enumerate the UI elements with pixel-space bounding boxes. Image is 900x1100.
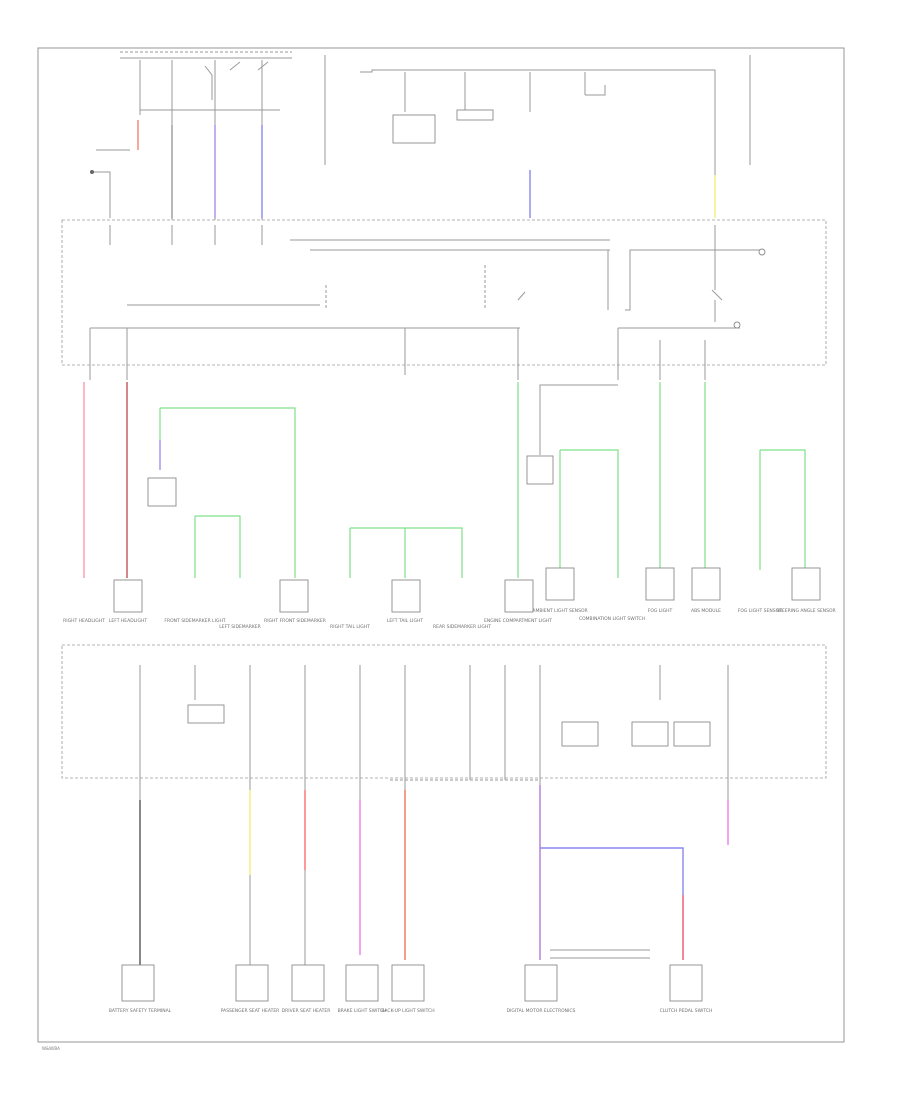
bottom-section	[139, 785, 729, 965]
left-tail-light-box	[391, 579, 421, 613]
top-section	[90, 51, 751, 220]
label-steering-angle-sensor: STEERING ANGLE SENSOR	[776, 608, 835, 614]
middle-labels: RIGHT HEADLIGHT LEFT HEADLIGHT FRONT SID…	[63, 608, 836, 630]
fuse-box-2-internals	[139, 665, 729, 800]
back-up-light-switch-box	[391, 964, 425, 1002]
middle-components	[113, 567, 821, 613]
label-left-tail-light: LEFT TAIL LIGHT	[387, 618, 423, 624]
label-brake-light-switch: BRAKE LIGHT SWITCH	[338, 1008, 387, 1014]
label-fog-light-sensor: FOG LIGHT SENSOR	[738, 608, 783, 614]
bottom-labels: BATTERY SAFETY TERMINAL PASSENGER SEAT H…	[109, 1008, 713, 1014]
label-battery-safety-terminal: BATTERY SAFETY TERMINAL	[109, 1008, 172, 1014]
label-right-headlight: RIGHT HEADLIGHT	[63, 618, 105, 624]
label-rear-sidemarker: REAR SIDEMARKER LIGHT	[433, 624, 491, 630]
diagram-border	[37, 47, 845, 1043]
middle-section	[83, 382, 806, 578]
engine-compartment-light-box	[504, 579, 534, 613]
fog-light-box	[645, 567, 675, 601]
label-right-tail-light: RIGHT TAIL LIGHT	[330, 624, 370, 630]
battery-safety-terminal-box	[121, 964, 155, 1002]
ambient-light-sensor-box	[545, 567, 575, 601]
abs-module-box	[691, 567, 721, 601]
label-clutch-pedal-switch: CLUTCH PEDAL SWITCH	[660, 1008, 713, 1014]
digital-motor-electronics-box	[524, 964, 558, 1002]
label-abs-module: ABS MODULE	[691, 608, 721, 614]
label-front-sidemarker: FRONT SIDEMARKER LIGHT	[164, 618, 225, 624]
label-fog-light: FOG LIGHT	[648, 608, 673, 614]
label-ambient-light-sensor: AMBIENT LIGHT SENSOR	[532, 608, 587, 614]
brake-light-switch-box	[345, 964, 379, 1002]
label-back-up-light-switch: BACK-UP LIGHT SWITCH	[381, 1008, 434, 1014]
label-combination-light-switch: COMBINATION LIGHT SWITCH	[579, 616, 645, 622]
label-left-sidemarker: LEFT SIDEMARKER	[219, 624, 261, 630]
label-left-headlight: LEFT HEADLIGHT	[109, 618, 148, 624]
front-power-distribution-box	[61, 219, 827, 366]
driver-seat-heater-box	[291, 964, 325, 1002]
label-passenger-seat-heater: PASSENGER SEAT HEATER	[221, 1008, 280, 1014]
rear-power-distribution-box	[61, 644, 827, 779]
clutch-pedal-switch-box	[669, 964, 703, 1002]
right-front-sidemarker-box	[279, 579, 309, 613]
steering-angle-sensor-box	[791, 567, 821, 601]
label-engine-compartment-light: ENGINE COMPARTMENT LIGHT	[484, 618, 552, 624]
bottom-components	[121, 964, 703, 1002]
label-digital-motor-electronics: DIGITAL MOTOR ELECTRONICS	[507, 1008, 576, 1014]
left-headlight-box	[113, 579, 143, 613]
fuse-box-1-internals	[89, 225, 766, 380]
label-driver-seat-heater: DRIVER SEAT HEATER	[282, 1008, 331, 1014]
watermark: W&W/BA	[42, 1046, 60, 1051]
passenger-seat-heater-box	[235, 964, 269, 1002]
label-right-front-sidemarker: RIGHT FRONT SIDEMARKER	[264, 618, 326, 624]
